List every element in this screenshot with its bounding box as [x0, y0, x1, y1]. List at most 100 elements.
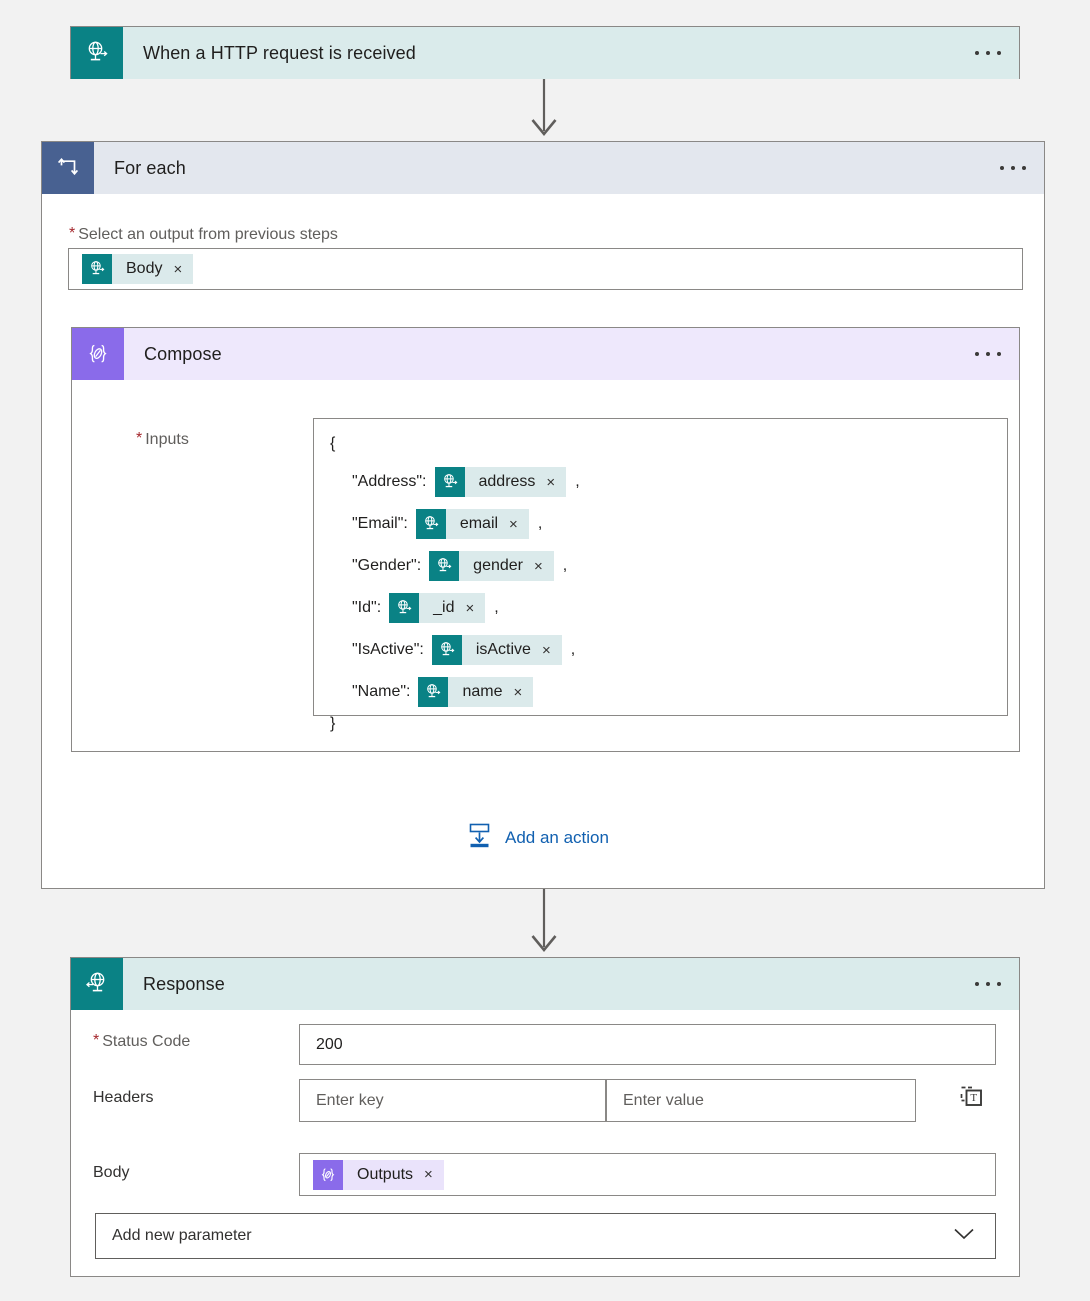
compose-inputs-label: * Inputs [136, 431, 189, 449]
token-content: isActive × [461, 635, 562, 665]
token-remove-icon[interactable]: × [534, 557, 543, 575]
headers-label-text: Headers [93, 1089, 154, 1106]
foreach-card[interactable]: For each * Select an output from previou… [41, 141, 1045, 889]
json-comma: , [562, 557, 568, 574]
token-remove-icon[interactable]: × [541, 641, 551, 659]
trigger-card-http-request[interactable]: When a HTTP request is received [70, 26, 1020, 79]
headers-key-input[interactable]: Enter key [299, 1079, 606, 1122]
token-content: gender × [459, 551, 554, 581]
foreach-output-field-label: * Select an output from previous steps [69, 226, 338, 244]
token-remove-icon[interactable]: × [465, 599, 475, 617]
foreach-output-input[interactable]: Body × [68, 248, 1023, 290]
json-open-brace: { [330, 435, 336, 452]
connector-foreach-to-response [531, 889, 557, 953]
token-content: Body × [112, 254, 194, 284]
required-asterisk: * [136, 430, 143, 447]
token-email[interactable]: email × [415, 509, 529, 539]
json-comma: , [570, 641, 576, 658]
compose-card-header[interactable]: Compose [72, 328, 1019, 380]
token-content: Outputs × [343, 1159, 444, 1190]
token-address[interactable]: address× [434, 467, 567, 497]
token-isActive[interactable]: isActive × [431, 635, 562, 665]
body-input[interactable]: Outputs × [299, 1153, 996, 1196]
json-property-row: "Address": address×, [330, 467, 991, 497]
add-new-parameter-dropdown[interactable]: Add new parameter [95, 1213, 996, 1259]
token-content: address× [464, 467, 567, 497]
token-label: Outputs [357, 1165, 414, 1183]
json-close-brace: } [330, 715, 336, 732]
json-comma: , [575, 473, 580, 490]
token-remove-icon[interactable]: × [424, 1166, 433, 1183]
trigger-overflow-menu-icon[interactable] [975, 51, 1001, 55]
headers-key-placeholder: Enter key [316, 1091, 384, 1109]
token-label: _id [433, 599, 455, 616]
compose-overflow-menu-icon[interactable] [975, 352, 1001, 356]
response-icon [71, 958, 123, 1010]
add-an-action-button[interactable]: Add an action [466, 822, 609, 854]
token-label: email [459, 515, 499, 532]
compose-card-title: Compose [144, 343, 222, 364]
token-remove-icon[interactable]: × [509, 515, 518, 533]
token-label: name [462, 683, 503, 700]
token-label: gender [473, 557, 523, 574]
json-property-key: "Gender": [352, 557, 422, 574]
headers-value-input[interactable]: Enter value [606, 1079, 916, 1122]
compose-inputs-label-text: Inputs [145, 431, 189, 448]
response-overflow-menu-icon[interactable] [975, 982, 1001, 986]
compose-card[interactable]: Compose * Inputs { "Address":address×,"E… [71, 327, 1020, 752]
json-property-key: "Email": [352, 515, 408, 532]
http-request-icon [429, 551, 460, 581]
json-comma: , [494, 599, 499, 616]
token-name[interactable]: name × [418, 677, 534, 707]
switch-to-text-mode-icon[interactable]: T [959, 1083, 985, 1109]
status-code-label: * Status Code [93, 1033, 190, 1051]
foreach-overflow-menu-icon[interactable] [1000, 166, 1026, 170]
response-card-header[interactable]: Response [71, 958, 1019, 1010]
token-label: isActive [475, 641, 531, 658]
json-property-row: "Gender": gender ×, [330, 551, 991, 581]
status-code-value: 200 [316, 1035, 343, 1053]
http-request-icon [389, 593, 420, 623]
json-property-row: "Email": email ×, [330, 509, 991, 539]
json-property-row: "Id": _id ×, [330, 593, 991, 623]
token-remove-icon[interactable]: × [546, 473, 556, 491]
json-property-key: "Address": [352, 473, 427, 490]
token-gender[interactable]: gender × [429, 551, 554, 581]
token-body[interactable]: Body × [82, 254, 194, 284]
add-new-parameter-label: Add new parameter [112, 1227, 252, 1244]
body-label: Body [93, 1164, 129, 1182]
http-request-icon [82, 254, 112, 284]
compose-inputs-editor[interactable]: { "Address":address×,"Email":email×,"Gen… [313, 418, 1008, 732]
response-card-title: Response [143, 973, 225, 994]
headers-value-placeholder: Enter value [623, 1091, 704, 1109]
token-label: Body [126, 260, 163, 277]
status-code-input[interactable]: 200 [299, 1024, 996, 1065]
compose-icon [72, 328, 124, 380]
token-remove-icon[interactable]: × [513, 683, 523, 701]
json-property-key: "IsActive": [352, 641, 424, 658]
svg-text:T: T [970, 1092, 977, 1104]
json-property-row: "IsActive": isActive ×, [330, 635, 991, 665]
required-asterisk: * [69, 225, 76, 242]
foreach-card-header[interactable]: For each [42, 142, 1044, 194]
trigger-card-title: When a HTTP request is received [143, 42, 416, 63]
token-outputs[interactable]: Outputs × [313, 1159, 444, 1190]
body-label-text: Body [93, 1164, 130, 1181]
http-request-icon [415, 509, 446, 539]
compose-icon [313, 1159, 343, 1190]
http-request-icon [71, 27, 123, 79]
add-an-action-label: Add an action [505, 828, 609, 847]
token-_id[interactable]: _id × [389, 593, 486, 623]
foreach-output-label-text: Select an output from previous steps [78, 226, 338, 243]
response-card[interactable]: Response * Status Code 200 Headers Enter… [70, 957, 1020, 1277]
json-comma: , [537, 515, 543, 532]
json-property-key: "Id": [352, 599, 382, 616]
token-content: email × [445, 509, 529, 539]
json-property-key: "Name": [352, 683, 411, 700]
http-request-icon [418, 677, 449, 707]
trigger-card-header[interactable]: When a HTTP request is received [71, 27, 1019, 79]
token-remove-icon[interactable]: × [173, 260, 183, 278]
chevron-down-icon[interactable] [953, 1227, 975, 1246]
foreach-card-title: For each [114, 157, 186, 178]
